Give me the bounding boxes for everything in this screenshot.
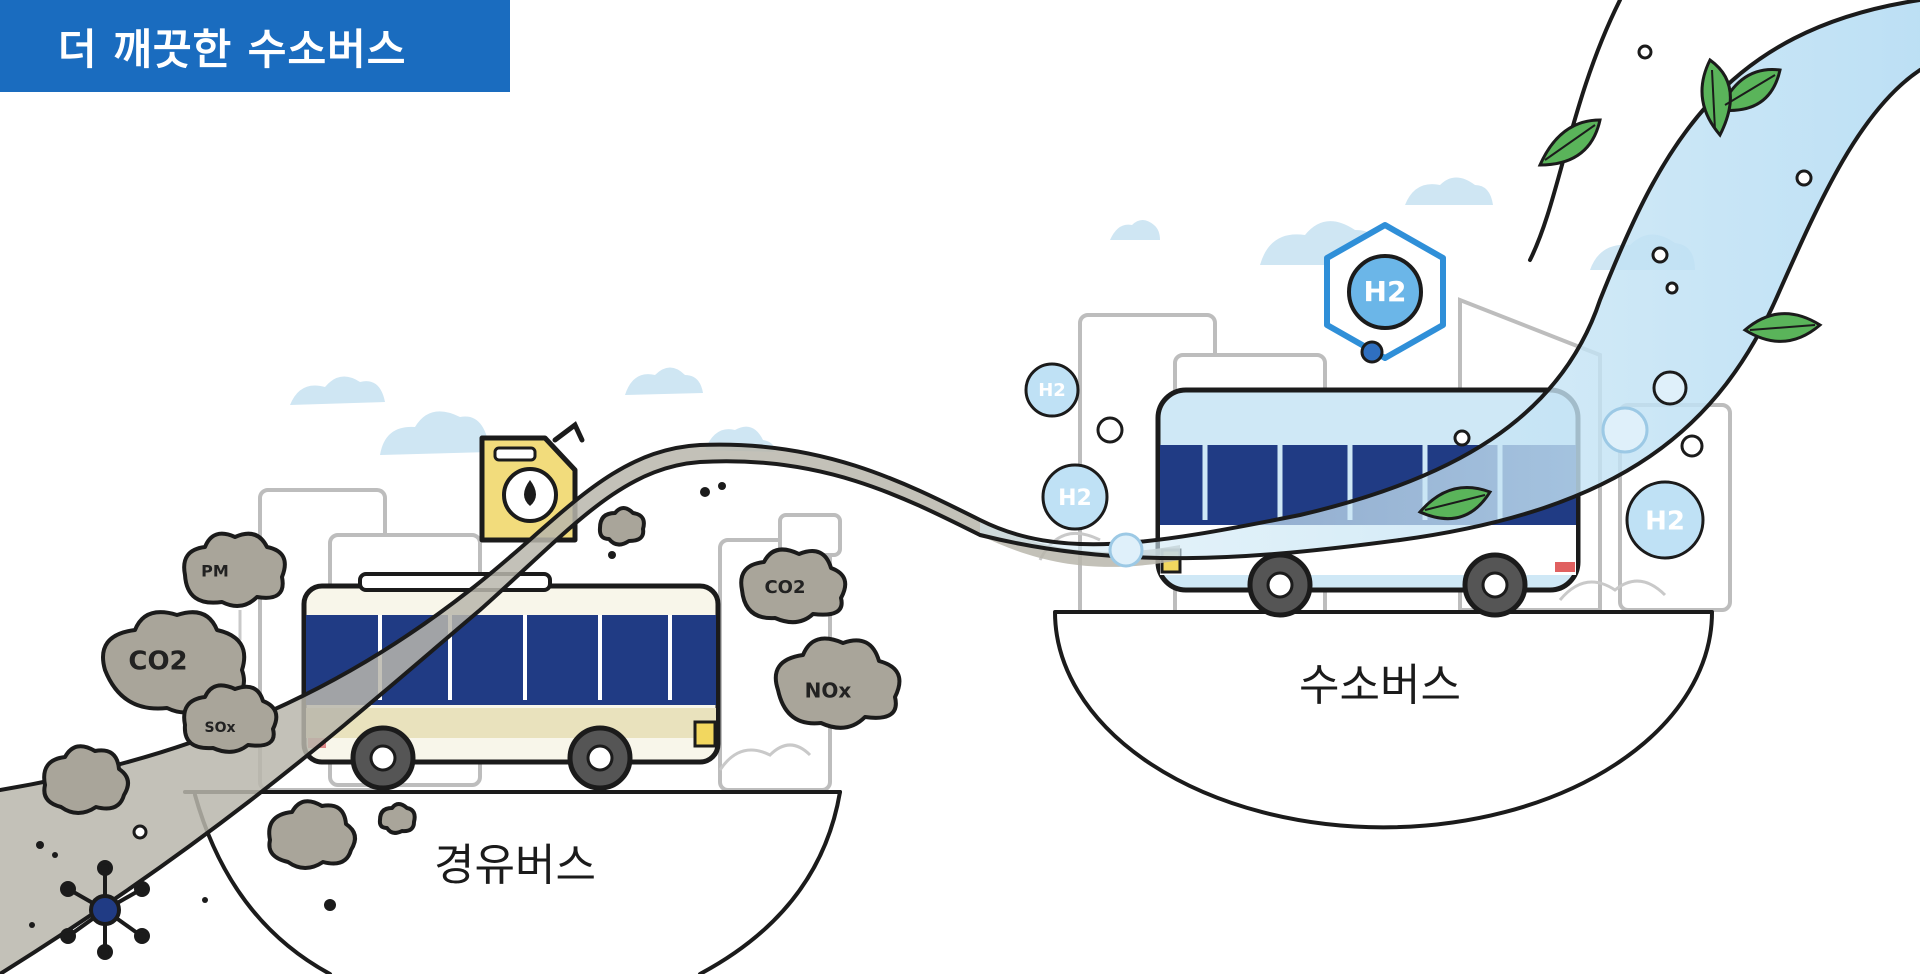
hydrogen-bus-label: 수소버스 bbox=[1299, 660, 1461, 711]
banner-title: 더 깨끗한 수소버스 bbox=[58, 24, 407, 74]
h2-molecule-label: H2 bbox=[1364, 275, 1407, 308]
diesel-bus-label: 경유버스 bbox=[434, 840, 596, 891]
fuel-can-icon bbox=[479, 421, 585, 543]
leaf-icons bbox=[1417, 57, 1823, 521]
h2-bubbles bbox=[1024, 362, 1705, 560]
soot-dots bbox=[29, 482, 726, 928]
nox-label: NOx bbox=[805, 679, 852, 703]
h2-bubble-label-1: H2 bbox=[1038, 380, 1066, 401]
co2-left-label: CO2 bbox=[128, 647, 187, 677]
co2-right-label: CO2 bbox=[764, 577, 805, 598]
h2-bubble-label-3: H2 bbox=[1645, 507, 1685, 537]
h2-molecule-icon bbox=[1324, 222, 1446, 364]
pm-label: PM bbox=[201, 562, 229, 581]
diesel-bus bbox=[301, 572, 721, 791]
clean-air-bubbles bbox=[1096, 44, 1813, 568]
emission-labels: PM CO2 SOx CO2 NOx bbox=[128, 562, 851, 737]
title-banner: 더 깨끗한 수소버스 bbox=[0, 0, 510, 92]
h2-bubble-label-2: H2 bbox=[1058, 486, 1092, 511]
sox-label: SOx bbox=[204, 720, 235, 736]
h2-labels: H2 H2 H2 H2 bbox=[1038, 275, 1685, 537]
pollutant-molecule-icon bbox=[60, 860, 150, 960]
right-bowl bbox=[1053, 610, 1714, 830]
smoke-puffs bbox=[42, 506, 902, 870]
